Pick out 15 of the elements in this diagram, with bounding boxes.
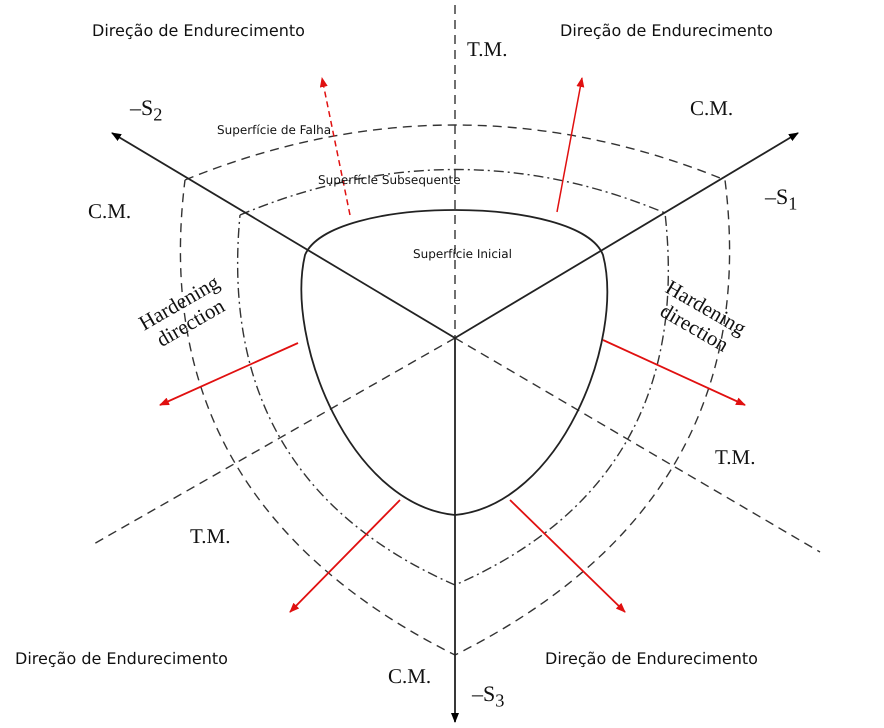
surface-label: Superfície de Falha: [217, 124, 332, 138]
direction-label: Direção de Endurecimento: [560, 22, 773, 40]
region-label: T.M.: [715, 446, 756, 470]
direction-label: Direção de Endurecimento: [545, 650, 758, 668]
surface-label: Superfície Inicial: [413, 248, 512, 262]
direction-label: Direção de Endurecimento: [15, 650, 228, 668]
region-label: C.M.: [690, 97, 734, 120]
axis-label: –S$_{3}$: [472, 682, 504, 711]
region-label: T.M.: [190, 525, 230, 548]
axis-label: –S$_{1}$: [765, 185, 798, 214]
region-label: C.M.: [388, 665, 432, 688]
region-label: C.M.: [88, 200, 132, 224]
axis-label: –S$_{2}$: [130, 96, 162, 125]
region-label: T.M.: [467, 38, 508, 62]
direction-label: Direção de Endurecimento: [92, 22, 305, 40]
